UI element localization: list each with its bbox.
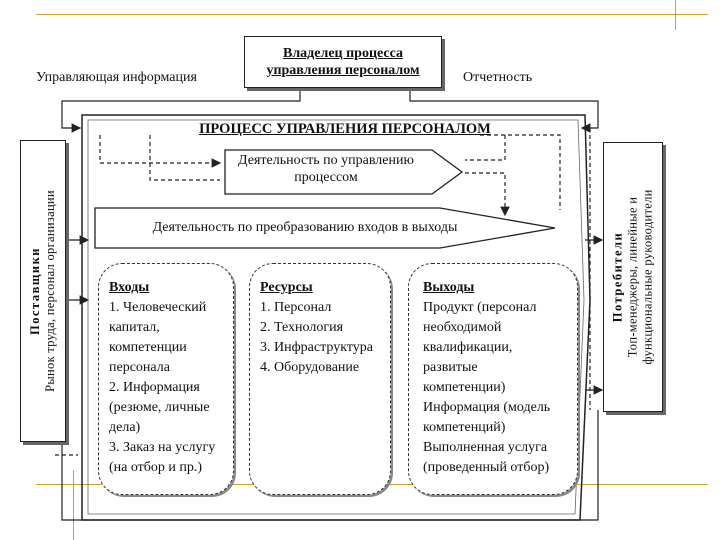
outputs-line: (проведенный отбор)	[423, 460, 550, 475]
consumers-line-2: функциональные руководители	[640, 189, 655, 365]
inputs-line: 2. Информация	[109, 380, 200, 395]
outputs-card-body: Выходы Продукт (персонал необходимой ква…	[423, 278, 571, 478]
resources-title: Ресурсы	[260, 280, 313, 295]
owner-line-2: управления персоналом	[266, 63, 420, 78]
inputs-line: дела)	[109, 420, 141, 435]
consumers-line-1: Топ-менеджеры, линейные и	[625, 196, 640, 358]
inputs-line: капитал,	[109, 320, 160, 335]
inputs-line: персонала	[109, 360, 170, 375]
decorative-top-line	[36, 14, 708, 15]
outputs-line: Информация (модель	[423, 400, 551, 415]
inputs-line: 3. Заказ на услугу	[109, 440, 216, 455]
owner-line-1: Владелец процесса	[282, 46, 404, 61]
decorative-bottom-vertical	[73, 470, 74, 540]
resources-card: Ресурсы 1. Персонал 2. Технология 3. Инф…	[249, 263, 391, 495]
suppliers-text: Поставщики Рынок труда, персонал организ…	[28, 190, 58, 392]
inputs-card: Входы 1. Человеческий капитал, компетенц…	[98, 263, 234, 495]
management-activity-text: Деятельность по управлению процессом	[226, 152, 426, 186]
decorative-top-vertical	[675, 0, 676, 30]
inputs-line: (резюме, личные	[109, 400, 210, 415]
outputs-line: Продукт (персонал	[423, 300, 537, 315]
outputs-line: Выполненная услуга	[423, 440, 548, 455]
reporting-label: Отчетность	[463, 70, 533, 85]
outputs-line: квалификации,	[423, 340, 513, 355]
transformation-arrow-shape	[94, 207, 556, 249]
management-info-label: Управляющая информация	[36, 70, 197, 85]
inputs-line: компетенции	[109, 340, 187, 355]
resources-line: 3. Инфраструктура	[260, 340, 373, 355]
outputs-line: компетенции)	[423, 380, 506, 395]
resources-line: 4. Оборудование	[260, 360, 360, 375]
resources-line: 1. Персонал	[260, 300, 332, 315]
consumers-text: Потребители Топ-менеджеры, линейные и фу…	[611, 189, 656, 364]
outputs-title: Выходы	[423, 280, 475, 295]
management-activity-line-1: Деятельность по управлению	[238, 153, 414, 168]
suppliers-title: Поставщики	[28, 247, 42, 335]
outputs-line: компетенций)	[423, 420, 506, 435]
resources-card-body: Ресурсы 1. Персонал 2. Технология 3. Инф…	[260, 278, 384, 378]
inputs-line: (на отбор и пр.)	[109, 460, 203, 475]
inputs-card-body: Входы 1. Человеческий капитал, компетенц…	[109, 278, 227, 478]
process-owner-box: Владелец процесса управления персоналом	[244, 36, 442, 88]
consumers-title: Потребители	[610, 231, 625, 323]
management-arrow-shape	[224, 149, 464, 195]
suppliers-description: Рынок труда, персонал организации	[43, 190, 57, 392]
resources-line: 2. Технология	[260, 320, 344, 335]
process-title: ПРОЦЕСС УПРАВЛЕНИЯ ПЕРСОНАЛОМ	[199, 121, 491, 137]
outputs-card: Выходы Продукт (персонал необходимой ква…	[408, 263, 578, 495]
outputs-line: развитые	[423, 360, 478, 375]
management-activity-line-2: процессом	[294, 170, 358, 185]
outputs-line: необходимой	[423, 320, 502, 335]
inputs-title: Входы	[109, 280, 150, 295]
consumers-box: Потребители Топ-менеджеры, линейные и фу…	[603, 142, 663, 412]
inputs-line: 1. Человеческий	[109, 300, 207, 315]
process-frame	[81, 114, 591, 521]
suppliers-box: Поставщики Рынок труда, персонал организ…	[20, 140, 66, 442]
transformation-activity-text: Деятельность по преобразованию входов в …	[152, 220, 458, 235]
